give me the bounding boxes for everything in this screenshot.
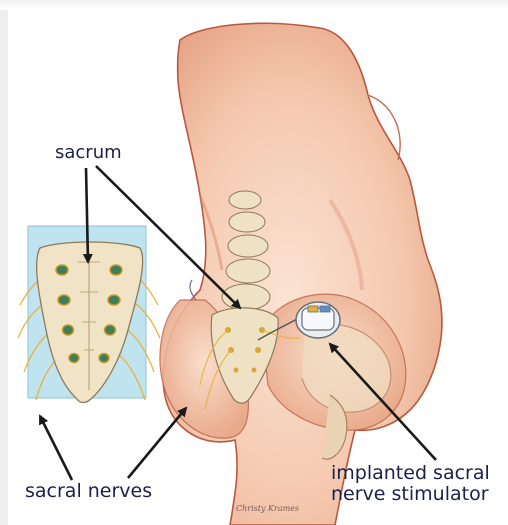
- label-stimulator-line2: nerve stimulator: [331, 484, 490, 505]
- body-figure: [160, 23, 442, 525]
- label-stimulator: implanted sacral nerve stimulator: [331, 463, 490, 504]
- arrow-nerves-to-inset: [40, 416, 72, 480]
- artist-signature: Christy Krames: [236, 504, 299, 513]
- arrow-nerves-to-body: [128, 408, 186, 478]
- label-sacrum: sacrum: [55, 143, 122, 162]
- label-sacral-nerves: sacral nerves: [25, 481, 152, 502]
- label-stimulator-line1: implanted sacral: [331, 463, 490, 484]
